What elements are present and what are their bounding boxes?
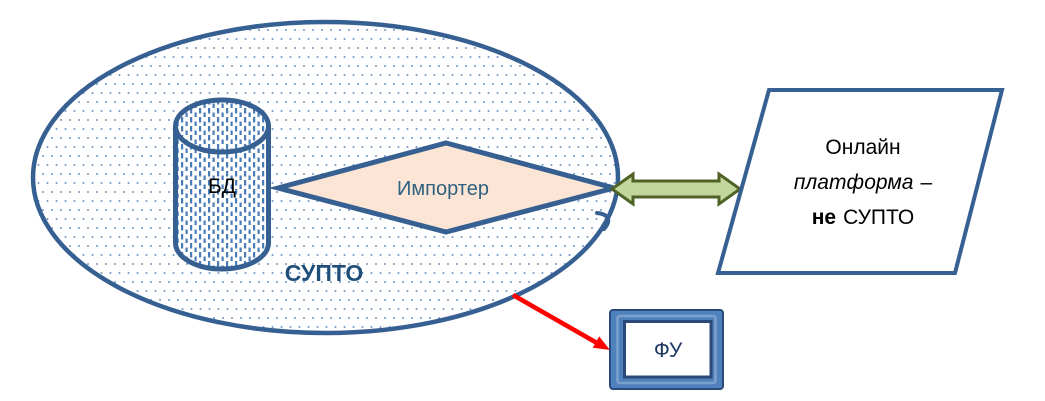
cylinder-body — [173, 126, 271, 272]
importer-label: Импортер — [397, 178, 489, 200]
ellipse-edge-nub — [595, 211, 611, 231]
database-label: БД — [208, 175, 236, 198]
cylinder-top — [173, 97, 271, 155]
platform-word-rest: СУПТО — [843, 206, 914, 229]
bidirectional-arrow-icon — [609, 171, 743, 207]
parallelogram-shape — [715, 88, 1005, 275]
platform-dash: – — [920, 171, 932, 194]
red-arrow-head — [592, 336, 610, 350]
database-cylinder-icon: БД — [173, 97, 271, 272]
platform-label-line2: платформа– — [794, 171, 933, 194]
supto-label: СУПТО — [285, 260, 364, 286]
fu-box: ФУ — [609, 309, 724, 390]
platform-label-line3: не СУПТО — [812, 206, 915, 229]
fu-inner-box — [623, 320, 713, 379]
platform-label-line1: Онлайн — [825, 136, 900, 159]
platform-word-italic: платформа — [794, 171, 914, 194]
fu-frame-highlight — [616, 314, 717, 385]
importer-diamond: Импортер — [268, 140, 624, 235]
platform-word-bold: не — [812, 206, 836, 229]
fu-label: ФУ — [654, 339, 683, 362]
red-arrow — [511, 293, 610, 350]
online-platform-parallelogram: Онлайн платформа– не СУПТО — [715, 88, 1005, 275]
red-arrow-line — [511, 293, 599, 345]
